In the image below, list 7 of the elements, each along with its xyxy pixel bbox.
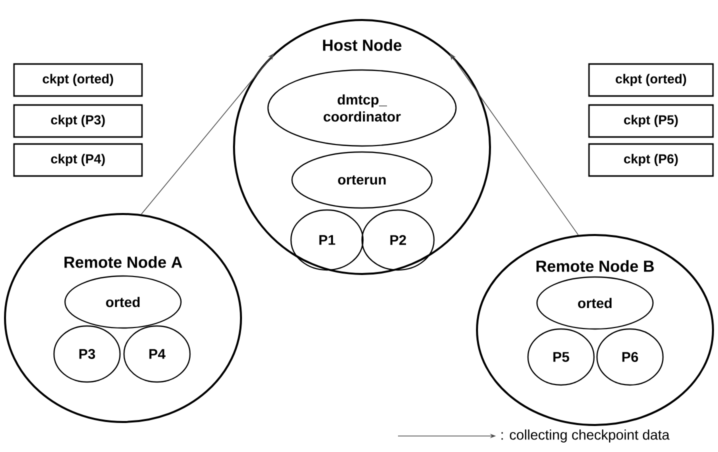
checkpoint-box: ckpt (P6)	[588, 143, 714, 177]
checkpoint-box: ckpt (orted)	[588, 63, 714, 97]
checkpoint-box: ckpt (P5)	[588, 104, 714, 138]
checkpoint-box: ckpt (P3)	[13, 104, 143, 138]
checkpoint-box: ckpt (orted)	[13, 63, 143, 97]
legend-text: : collecting checkpoint data	[501, 429, 670, 442]
checkpoint-box: ckpt (P4)	[13, 143, 143, 177]
